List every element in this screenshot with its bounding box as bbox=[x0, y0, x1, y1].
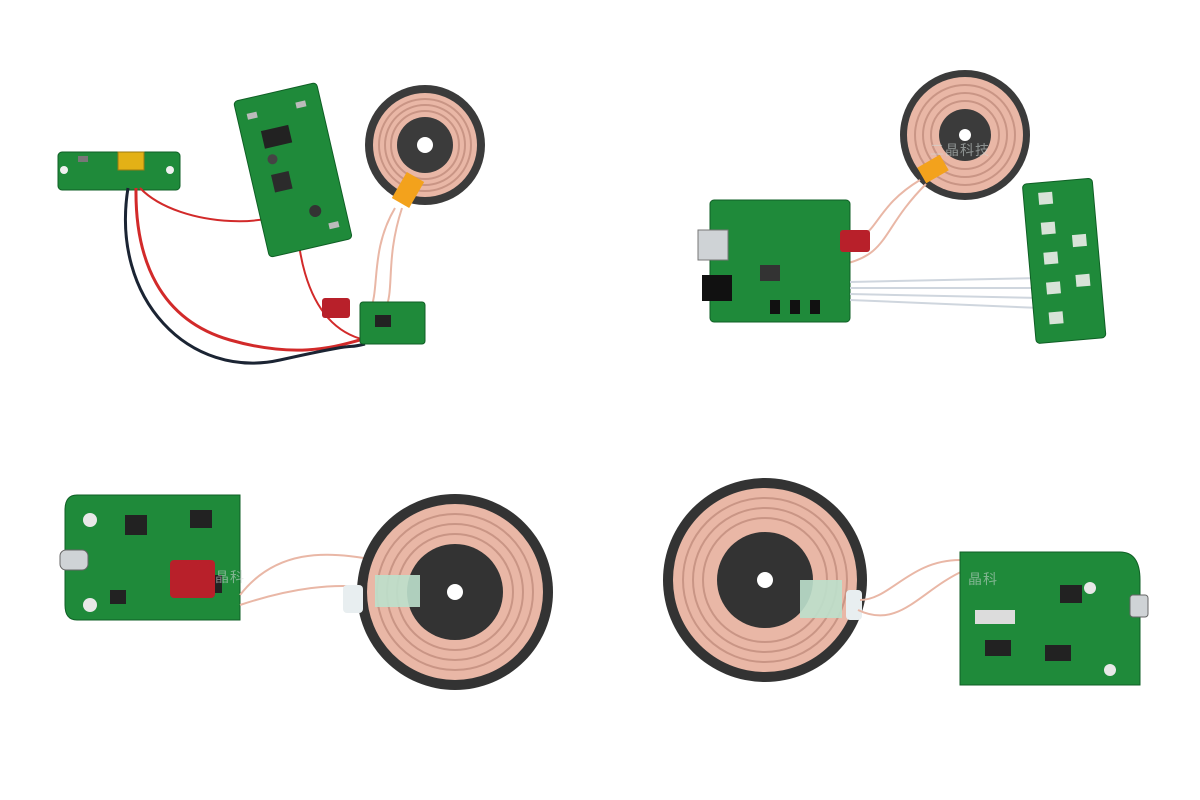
usb-c-port-icon bbox=[59, 549, 89, 571]
main-board bbox=[709, 199, 851, 323]
tape bbox=[917, 154, 949, 184]
module-top-right-graphic bbox=[697, 70, 1107, 344]
red-capacitor bbox=[170, 560, 215, 598]
module-bottom-right: 晶科 bbox=[650, 470, 1170, 730]
watermark-bottom-right: 晶科 bbox=[968, 572, 998, 588]
watermark-top-right: 二晶科技 bbox=[930, 143, 990, 159]
coil-top-left bbox=[365, 85, 485, 208]
dc-jack-icon bbox=[702, 275, 732, 301]
main-board-vertical bbox=[233, 82, 353, 258]
usb-port-icon bbox=[697, 229, 729, 261]
watermark-bottom-left: 晶科 bbox=[215, 570, 245, 586]
red-capacitor bbox=[322, 298, 350, 318]
black-wire bbox=[124, 187, 366, 365]
module-bottom-right-graphic bbox=[663, 478, 1149, 686]
receiver-board bbox=[359, 301, 426, 345]
tape bbox=[391, 172, 425, 208]
tape bbox=[800, 580, 842, 618]
coil-bottom-right bbox=[663, 478, 867, 682]
red-capacitor bbox=[840, 230, 870, 252]
module-bottom-left-graphic bbox=[59, 494, 553, 690]
module-bottom-left: 晶科 bbox=[55, 480, 575, 730]
coil-top-right bbox=[900, 70, 1030, 200]
usb-port-icon bbox=[117, 151, 145, 171]
module-top-left-graphic bbox=[57, 82, 485, 365]
usb-port-icon bbox=[1129, 594, 1149, 618]
module-top-right: 二晶科技 bbox=[690, 60, 1170, 360]
red-wire bbox=[134, 187, 361, 352]
coil-bottom-left bbox=[343, 494, 553, 690]
led-board bbox=[1022, 177, 1107, 344]
module-top-left bbox=[40, 60, 510, 390]
tape bbox=[375, 575, 420, 607]
